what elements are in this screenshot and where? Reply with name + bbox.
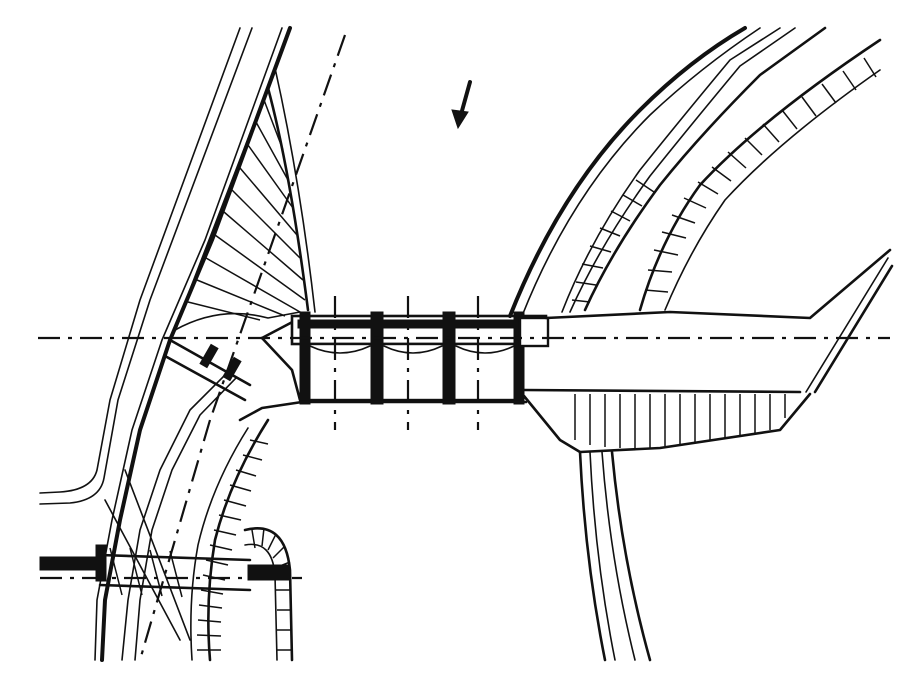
sluice-structure: [238, 311, 550, 422]
flow-direction-arrow-icon: [451, 80, 472, 130]
weir-piers: [299, 311, 525, 405]
embankment-culvert: [163, 338, 252, 402]
downstream-channel: [522, 248, 894, 454]
upstream-channel: [508, 26, 882, 318]
left-embankment: [39, 26, 292, 662]
outlet-channel: [578, 450, 652, 662]
fan-apron: [173, 67, 316, 332]
bottom-left-pipe: [39, 544, 291, 582]
lower-left-bank: [98, 418, 294, 662]
sluice-bays: [306, 342, 518, 402]
